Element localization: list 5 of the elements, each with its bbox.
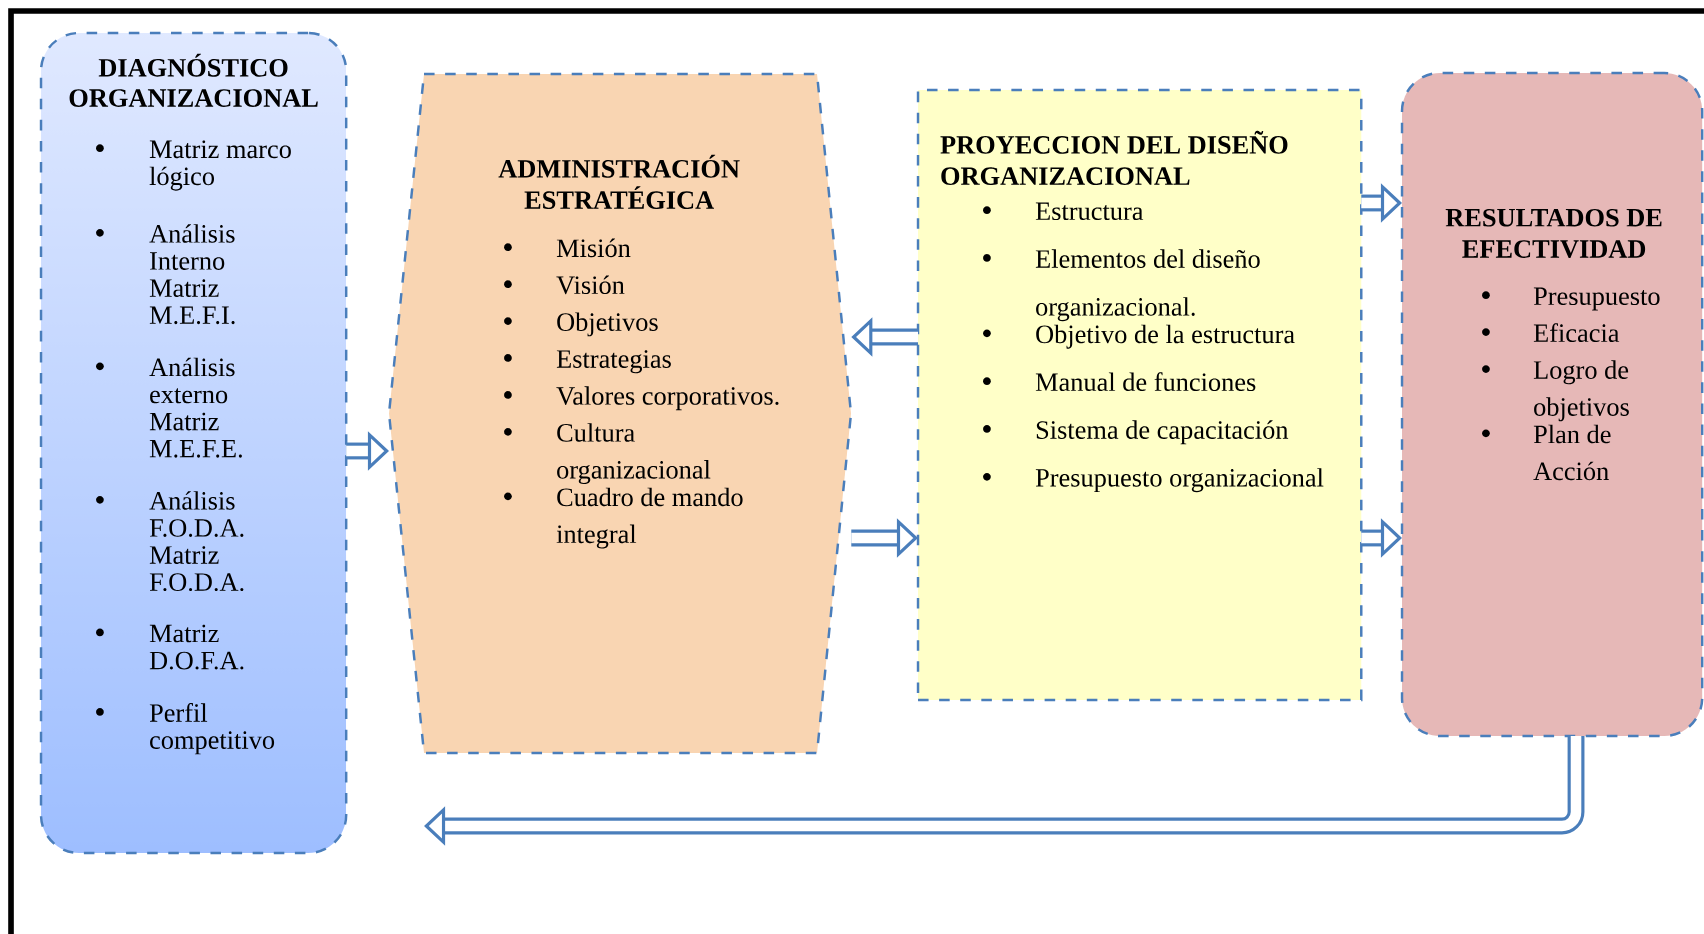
hexagon-box: ADMINISTRACIÓN ESTRATÉGICA Misión Visión Objetivos Estrategias Valores corporativos. Cultura organizacional Cuadro de mando integral bbox=[387, 72, 853, 755]
arrow bbox=[424, 736, 1585, 846]
dashed-box: PROYECCION DEL DISEÑO ORGANIZACIONAL Estructura Elementos del diseño organizacional. Objetivo de la estructura Manual de funciones Sistema de capacitación Presupuesto organizacional bbox=[916, 88, 1363, 702]
rounded-box: RESULTADOS DE EFECTIVIDAD Presupuesto Eficacia Logro de objetivos Plan de Acción bbox=[1400, 71, 1704, 738]
rounded-box: DIAGNÓSTICO ORGANIZACIONAL Matriz marco lógico Análisis Interno Matriz M.E.F.I. Análisis externo Matriz M.E.F.E. Análisis F.O.D.A. Matriz F.O.D.A. Matriz D.O.F.A. Perfil competitivo bbox=[39, 31, 348, 855]
